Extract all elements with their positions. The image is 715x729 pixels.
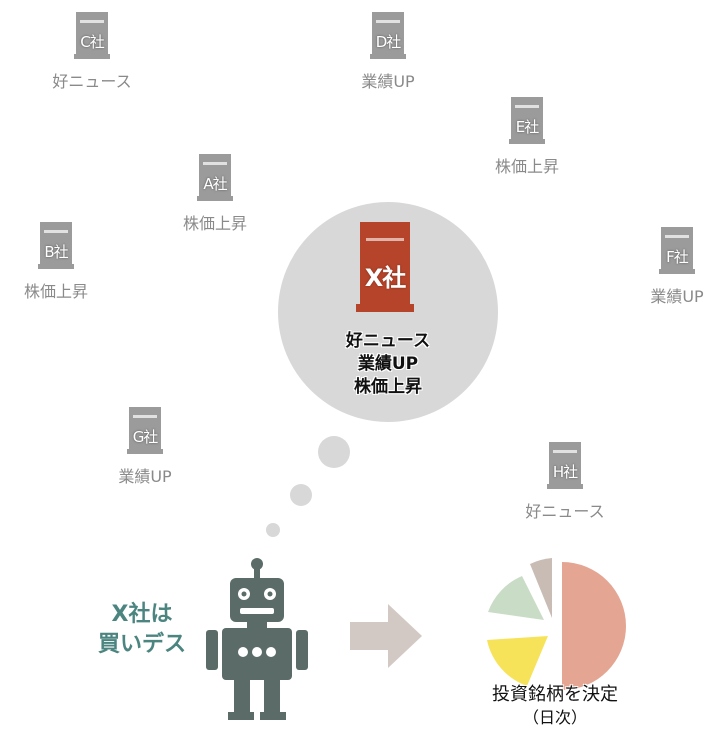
company-name: H社: [552, 463, 578, 481]
company-label: 株価上昇: [23, 282, 88, 301]
company-g: G社 業績UP: [80, 405, 210, 487]
pie-chart-icon: [487, 558, 626, 690]
right-arrow-icon: [350, 604, 422, 668]
thought-dot-small: [266, 523, 280, 537]
focus-trait: 業績UP: [357, 354, 419, 374]
company-label: 好ニュース: [52, 72, 132, 91]
company-h: H社 好ニュース: [500, 440, 630, 522]
company-label: 業績UP: [650, 287, 704, 306]
building-icon: A社: [195, 152, 235, 202]
company-name: A社: [203, 175, 227, 193]
robot-speech-line: X社は: [111, 602, 173, 627]
company-label: 株価上昇: [494, 157, 559, 176]
pie-caption: 投資銘柄を決定: [492, 684, 618, 705]
company-f: F社 業績UP: [612, 225, 715, 307]
company-name: B社: [44, 243, 68, 261]
building-icon-x: [356, 222, 414, 312]
company-name: C社: [80, 33, 104, 51]
building-icon: C社: [72, 10, 112, 60]
company-label: 業績UP: [361, 72, 415, 91]
focus-company-traits: 好ニュース 業績UP 株価上昇: [300, 330, 476, 399]
robot-speech-line: 買いデス: [97, 632, 186, 657]
pie-caption-sub: （日次）: [522, 708, 587, 727]
focus-trait: 好ニュース: [345, 331, 431, 351]
company-d: D社 業績UP: [323, 10, 453, 92]
company-name: F社: [666, 248, 689, 266]
focus-company-name: X社: [364, 264, 407, 292]
building-icon: F社: [657, 225, 697, 275]
thought-dot-large: [318, 436, 350, 468]
robot-icon: [206, 558, 308, 720]
company-name: E社: [515, 118, 539, 136]
company-b: B社 株価上昇: [0, 220, 121, 302]
building-icon: G社: [125, 405, 165, 455]
company-label: 好ニュース: [525, 502, 605, 521]
company-e: E社 株価上昇: [462, 95, 592, 177]
thought-dot-medium: [290, 484, 312, 506]
focus-trait: 株価上昇: [354, 377, 422, 397]
company-name: G社: [132, 428, 159, 446]
company-label: 業績UP: [118, 467, 172, 486]
company-c: C社 好ニュース: [27, 10, 157, 92]
robot-speech: X社は 買いデス: [72, 600, 212, 660]
company-label: 株価上昇: [182, 214, 247, 233]
building-icon: H社: [545, 440, 585, 490]
building-icon: B社: [36, 220, 76, 270]
building-icon: E社: [507, 95, 547, 145]
building-icon: D社: [368, 10, 408, 60]
company-a: A社 株価上昇: [150, 152, 280, 234]
company-name: D社: [375, 33, 402, 51]
